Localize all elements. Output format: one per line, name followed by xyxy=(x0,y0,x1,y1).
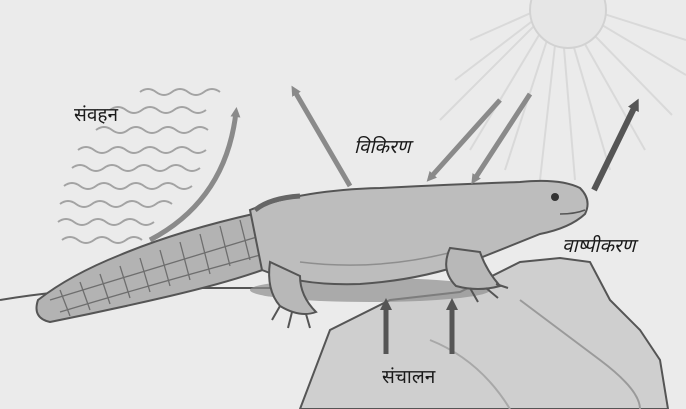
label-conduction: संचालन xyxy=(382,368,435,387)
label-evaporation: वाष्पीकरण xyxy=(562,237,635,256)
label-convection: संवहन xyxy=(74,106,118,125)
label-radiation: विकिरण xyxy=(354,138,411,157)
